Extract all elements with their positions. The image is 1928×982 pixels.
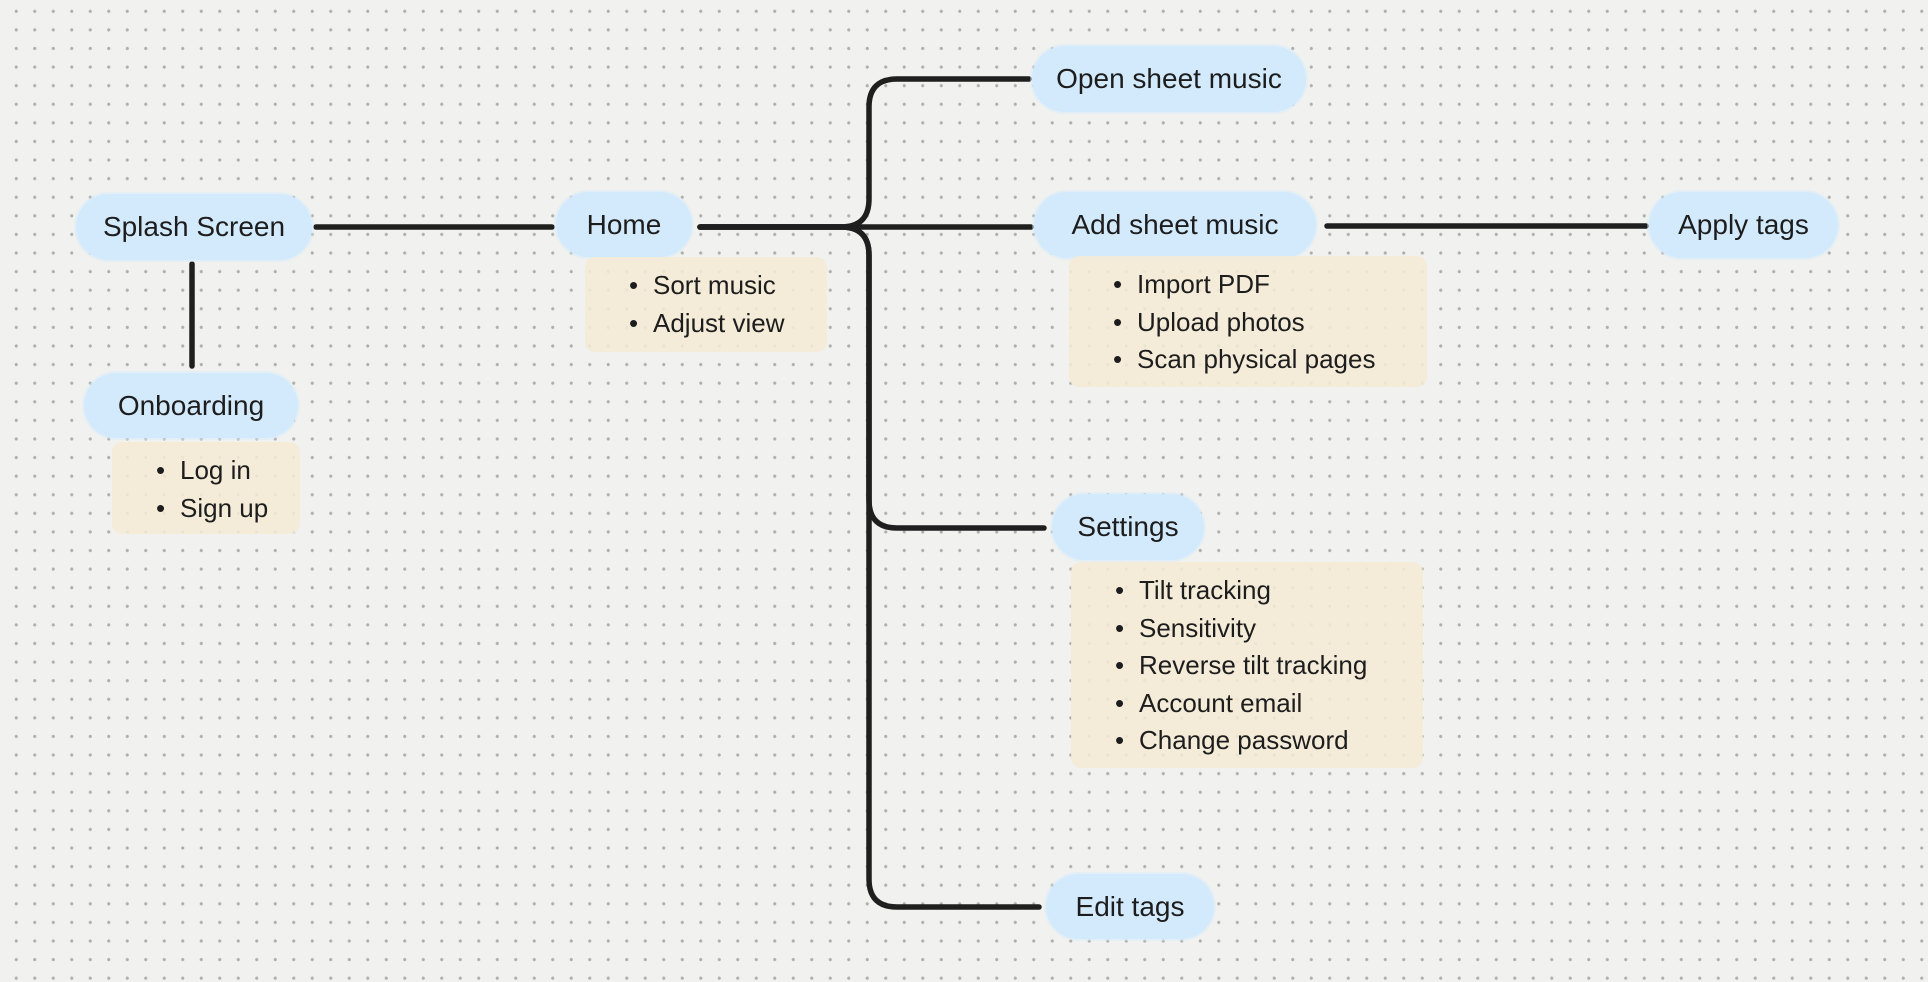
node-splash-screen[interactable]: Splash Screen — [76, 194, 312, 260]
note-item: Upload photos — [1069, 304, 1413, 342]
edge-home-open-sheet-music[interactable] — [697, 76, 1032, 230]
node-edit-tags[interactable]: Edit tags — [1046, 874, 1214, 939]
note-settings-list: Tilt tracking Sensitivity Reverse tilt t… — [1071, 562, 1423, 770]
node-open-sheet-music[interactable]: Open sheet music — [1032, 46, 1306, 112]
node-onboarding[interactable]: Onboarding — [84, 373, 298, 438]
note-add-sheet-music-list: Import PDF Upload photos Scan physical p… — [1069, 256, 1427, 389]
note-settings[interactable]: Tilt tracking Sensitivity Reverse tilt t… — [1071, 562, 1423, 768]
note-home[interactable]: Sort music Adjust view — [585, 257, 827, 352]
note-onboarding-list: Log in Sign up — [112, 442, 300, 537]
note-item: Import PDF — [1069, 266, 1413, 304]
node-add-sheet-music[interactable]: Add sheet music — [1034, 192, 1316, 258]
note-item: Adjust view — [585, 305, 813, 343]
node-settings[interactable]: Settings — [1052, 494, 1204, 560]
note-item: Sensitivity — [1071, 610, 1409, 648]
edge-home-edit-tags[interactable] — [697, 224, 1042, 910]
node-apply-tags[interactable]: Apply tags — [1649, 192, 1838, 258]
note-item: Log in — [112, 452, 286, 490]
note-home-list: Sort music Adjust view — [585, 257, 827, 352]
note-onboarding[interactable]: Log in Sign up — [112, 442, 300, 534]
node-home[interactable]: Home — [556, 192, 692, 257]
note-item: Change password — [1071, 722, 1409, 760]
note-add-sheet-music[interactable]: Import PDF Upload photos Scan physical p… — [1069, 256, 1427, 387]
note-item: Sign up — [112, 490, 286, 528]
note-item: Tilt tracking — [1071, 572, 1409, 610]
note-item: Sort music — [585, 267, 813, 305]
note-item: Account email — [1071, 685, 1409, 723]
note-item: Reverse tilt tracking — [1071, 647, 1409, 685]
note-item: Scan physical pages — [1069, 341, 1413, 379]
